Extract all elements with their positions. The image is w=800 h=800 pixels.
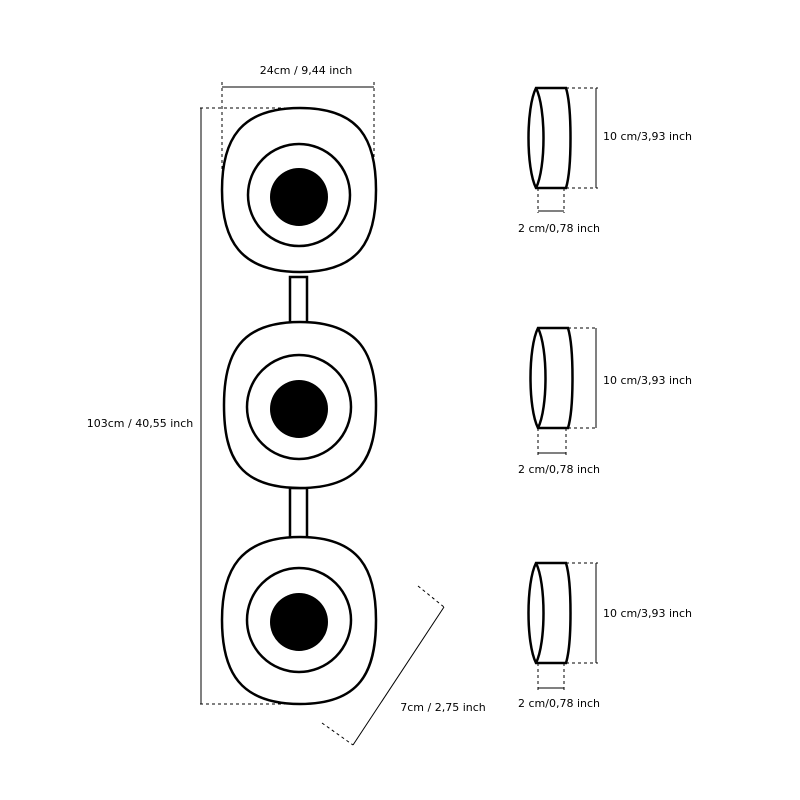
width-label: 24cm / 9,44 inch — [260, 64, 353, 77]
lamp-head-middle — [222, 320, 378, 490]
connector-bar-bottom — [288, 486, 309, 542]
connector-bar-top — [288, 275, 309, 327]
side-view-2-width-label: 2 cm/0,78 inch — [518, 463, 600, 476]
side-view-1: 10 cm/3,93 inch 2 cm/0,78 inch — [518, 86, 692, 235]
height-label: 103cm / 40,55 inch — [87, 417, 194, 430]
side-view-3-height-label: 10 cm/3,93 inch — [603, 607, 692, 620]
depth-dimension: 7cm / 2,75 inch — [321, 585, 486, 746]
side-view-3: 10 cm/3,93 inch 2 cm/0,78 inch — [518, 561, 692, 710]
side-view-3-width-label: 2 cm/0,78 inch — [518, 697, 600, 710]
lamp-head-bottom — [220, 535, 378, 706]
side-view-2-height-label: 10 cm/3,93 inch — [603, 374, 692, 387]
side-view-1-width-label: 2 cm/0,78 inch — [518, 222, 600, 235]
depth-label: 7cm / 2,75 inch — [400, 701, 486, 714]
width-dimension: 24cm / 9,44 inch — [221, 64, 375, 170]
side-view-1-height-label: 10 cm/3,93 inch — [603, 130, 692, 143]
lamp-head-top — [220, 106, 378, 274]
side-view-2: 10 cm/3,93 inch 2 cm/0,78 inch — [518, 326, 692, 476]
height-dimension: 103cm / 40,55 inch — [87, 107, 302, 705]
